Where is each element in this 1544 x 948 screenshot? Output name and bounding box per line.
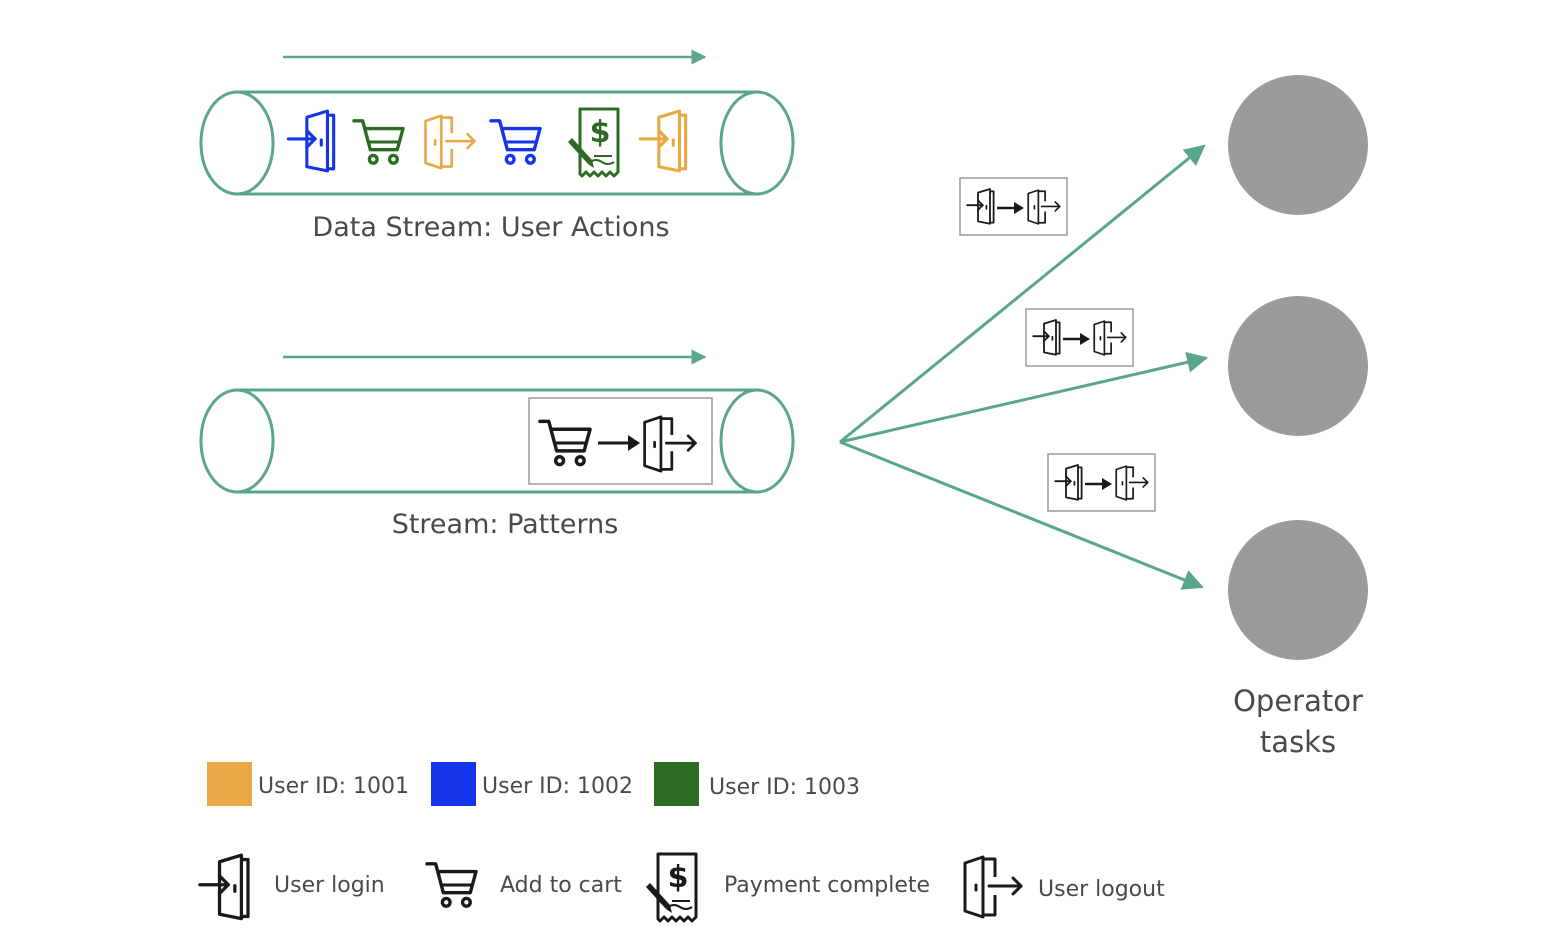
pattern-arrow-head — [1014, 202, 1024, 214]
cart-icon — [489, 119, 542, 165]
logout-icon — [424, 114, 476, 170]
cart-icon — [425, 862, 478, 908]
payment-legend-label: Payment complete — [724, 873, 930, 898]
patterns-pipe-left-end — [199, 388, 275, 494]
logout-icon — [963, 855, 1023, 919]
operator-label-line1: Operator — [1233, 684, 1363, 718]
user-actions-stream: Data Stream: User Actions — [199, 49, 795, 243]
operator-task-3 — [1228, 520, 1368, 660]
broadcast-arrow-top — [839, 144, 1206, 444]
login-icon — [638, 109, 688, 173]
user-1003-label: User ID: 1003 — [709, 775, 860, 800]
cart-icon — [352, 119, 405, 165]
user-1001-swatch — [207, 762, 252, 806]
login-icon — [197, 853, 250, 921]
logout-legend-label: User logout — [1038, 877, 1165, 902]
pattern-box — [528, 397, 713, 485]
login-icon — [286, 109, 336, 173]
user-1002-swatch — [431, 762, 476, 806]
broadcast-arrows — [839, 144, 1209, 590]
user-actions-label: Data Stream: User Actions — [312, 212, 669, 243]
operator-task-1 — [1228, 75, 1368, 215]
operator-task-2 — [1228, 296, 1368, 436]
broadcast-arrow-bottom — [839, 440, 1204, 590]
broadcast-arrow-middle — [839, 351, 1209, 444]
login-legend-label: User login — [274, 873, 385, 898]
pattern-arrow-head — [1080, 333, 1090, 345]
payment-icon — [566, 107, 620, 178]
action-legend: User login Add to cart Payment complete … — [197, 852, 1165, 923]
user-1002-label: User ID: 1002 — [482, 774, 633, 799]
user-1003-swatch — [654, 762, 699, 806]
broadcast-pattern-box — [959, 177, 1068, 236]
user-actions-pipe-left-end — [199, 90, 275, 196]
broadcast-pattern-box — [1025, 308, 1134, 367]
user-actions-pipe-right-end — [719, 90, 795, 196]
patterns-label: Stream: Patterns — [392, 509, 619, 540]
payment-icon — [644, 852, 698, 923]
cart-legend-label: Add to cart — [500, 873, 622, 898]
operator-label-line2: tasks — [1260, 725, 1336, 759]
user-legend: User ID: 1001 User ID: 1002 User ID: 100… — [207, 762, 860, 806]
pattern-arrow-head — [628, 435, 640, 451]
user-1001-label: User ID: 1001 — [258, 774, 409, 799]
broadcast-pattern-box — [1047, 453, 1156, 512]
patterns-pipe-right-end — [719, 388, 795, 494]
patterns-pipe — [237, 388, 757, 494]
operator-tasks: Operator tasks — [1228, 75, 1368, 759]
pattern-arrow-head — [1102, 478, 1112, 490]
user-actions-pipe — [237, 90, 757, 196]
patterns-stream: Stream: Patterns — [199, 349, 795, 540]
